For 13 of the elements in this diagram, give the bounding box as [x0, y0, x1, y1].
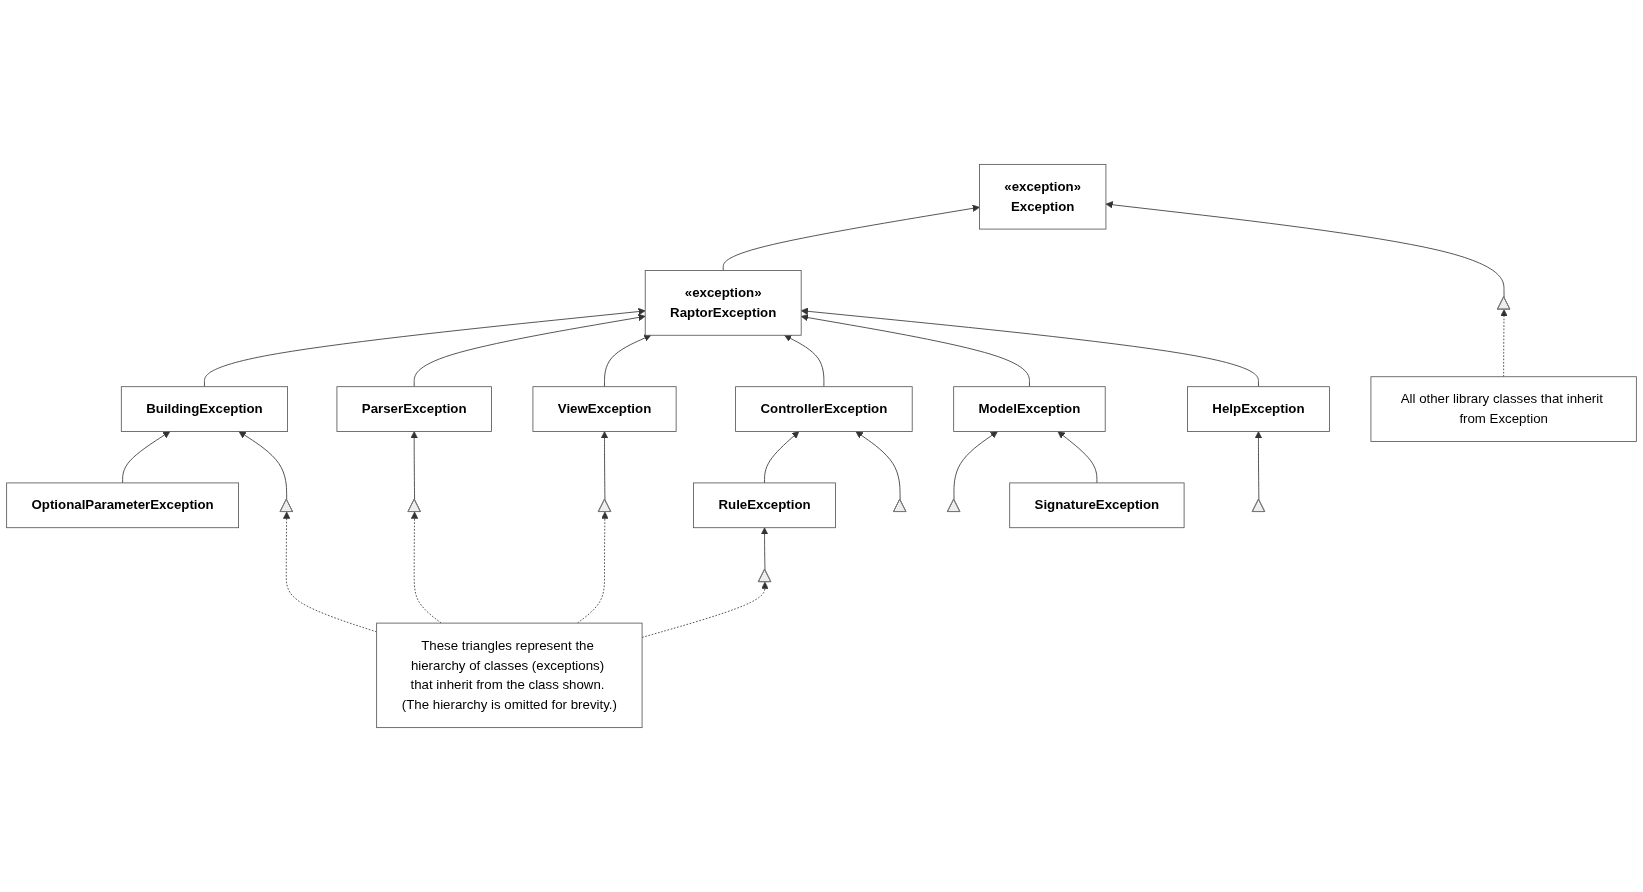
node-box: RuleException [693, 482, 836, 529]
node-box: ParserException [336, 386, 492, 432]
node-box: SignatureException [1009, 482, 1185, 529]
node-box: HelpException [1187, 386, 1330, 432]
node-box: «exception» Exception [979, 163, 1107, 230]
node-box: ModelException [953, 386, 1106, 432]
node-box: «exception» RaptorException [644, 270, 802, 336]
node-box: ViewException [532, 386, 677, 432]
node-box: BuildingException [120, 386, 288, 432]
node-box: ControllerException [735, 386, 913, 432]
node-box: OptionalParameterException [6, 482, 239, 529]
node-box: All other library classes that inherit from Exception [1370, 376, 1637, 442]
node-box: These triangles represent the hierarchy of classes (exceptions) that inherit from the class shown. (The hierarchy is omitted for brevity.) [376, 622, 643, 729]
